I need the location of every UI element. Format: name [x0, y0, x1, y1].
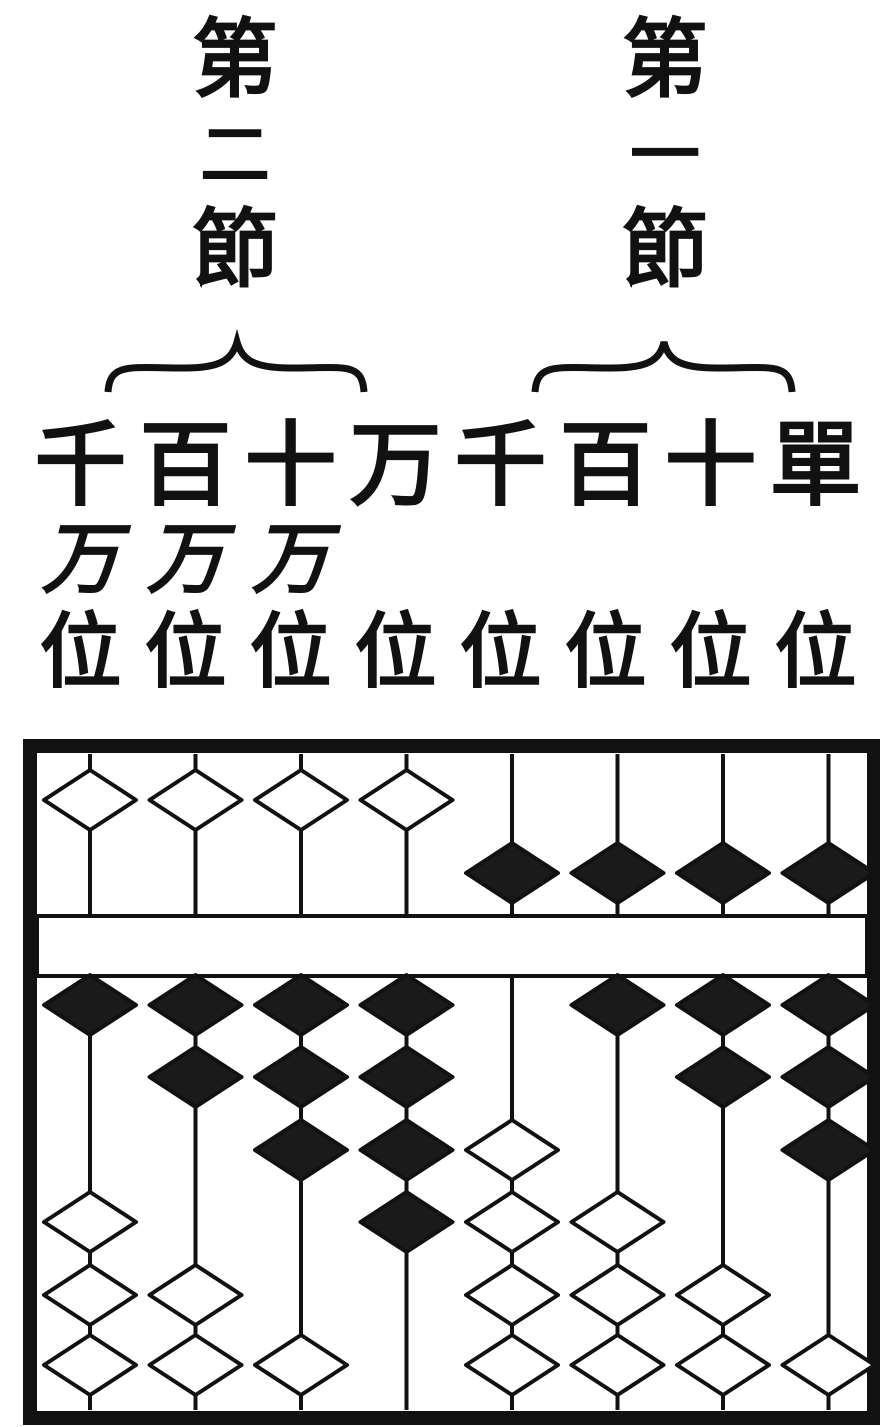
place-label-top: 百 — [559, 411, 652, 519]
abacus-lower-bead-active — [569, 973, 666, 1037]
place-label-top: 万 — [349, 411, 442, 519]
place-label-row-bottom: 位 位 位 位 位 位 位 位 — [28, 600, 868, 705]
place-label-bottom: 位 — [39, 604, 122, 700]
abacus-upper-bead-active — [780, 841, 877, 905]
abacus-lower-bead-active — [358, 1118, 455, 1182]
abacus-upper-bead-active — [569, 841, 666, 905]
abacus-lower-bead — [569, 1263, 666, 1327]
abacus-lower-bead — [253, 1333, 349, 1397]
abacus-upper-bead — [253, 768, 349, 832]
place-label-bottom: 位 — [249, 604, 332, 700]
section-2-char-3: 節 — [192, 199, 278, 300]
abacus-upper-bead — [42, 768, 138, 832]
abacus-lower-bead — [464, 1333, 560, 1397]
section-1-brace — [531, 341, 796, 393]
place-label-bottom: 位 — [669, 604, 752, 700]
abacus-lower-bead-active — [358, 1045, 455, 1109]
abacus-upper-bead-active — [675, 841, 771, 905]
abacus-lower-bead — [675, 1263, 771, 1327]
section-1-char-1: 第 — [622, 9, 708, 110]
place-label-second: 万 — [41, 514, 120, 605]
section-2-brace — [104, 328, 368, 393]
abacus-lower-bead-active — [358, 973, 455, 1037]
abacus-lower-bead — [569, 1333, 666, 1397]
place-label-top: 十 — [664, 411, 757, 519]
section-2-char-1: 第 — [192, 9, 278, 110]
abacus-lower-bead — [42, 1333, 138, 1397]
abacus-upper-bead — [147, 768, 244, 832]
abacus-lower-bead — [569, 1190, 666, 1254]
abacus-lower-bead — [147, 1263, 244, 1327]
abacus-lower-bead-active — [675, 973, 771, 1037]
abacus-lower-bead — [780, 1333, 877, 1397]
abacus-lower-bead — [42, 1263, 138, 1327]
section-1-title: 第 一 節 — [620, 10, 710, 300]
abacus-lower-bead-active — [675, 1045, 771, 1109]
abacus-lower-bead — [464, 1118, 560, 1182]
abacus-lower-bead — [42, 1190, 138, 1254]
section-2-title: 第 二 節 — [190, 10, 280, 300]
abacus-lower-bead-active — [253, 1045, 349, 1109]
place-label-bottom: 位 — [144, 604, 227, 700]
place-label-second: 万 — [251, 514, 330, 605]
abacus-lower-bead-active — [780, 1045, 877, 1109]
place-label-top: 十 — [244, 411, 337, 519]
abacus-upper-bead-active — [464, 841, 560, 905]
place-label-top: 千 — [34, 411, 127, 519]
abacus-lower-bead-active — [42, 973, 138, 1037]
abacus-lower-bead-active — [780, 1118, 877, 1182]
section-braces — [104, 328, 796, 393]
abacus-lower-bead-active — [780, 973, 877, 1037]
abacus-lower-bead — [675, 1333, 771, 1397]
abacus-lower-bead-active — [147, 1045, 244, 1109]
abacus-beam — [35, 914, 869, 978]
abacus-lower-bead-active — [253, 1118, 349, 1182]
place-label-bottom: 位 — [459, 604, 542, 700]
abacus-lower-bead-active — [147, 973, 244, 1037]
place-label-row-second: 万 万 万 — [28, 515, 868, 605]
place-label-row-top: 千 百 十 万 千 百 十 單 — [28, 410, 868, 520]
section-1-char-2: 一 — [630, 113, 700, 196]
abacus-lower-bead — [464, 1263, 560, 1327]
place-label-top: 單 — [769, 411, 862, 519]
abacus-lower-bead-active — [358, 1190, 455, 1254]
place-label-bottom: 位 — [774, 604, 857, 700]
place-label-top: 百 — [139, 411, 232, 519]
abacus-lower-bead — [464, 1190, 560, 1254]
place-label-top: 千 — [454, 411, 547, 519]
section-2-char-2: 二 — [200, 113, 270, 196]
abacus-lower-bead-active — [253, 973, 349, 1037]
place-label-bottom: 位 — [354, 604, 437, 700]
abacus-upper-bead — [358, 768, 455, 832]
place-label-bottom: 位 — [564, 604, 647, 700]
section-1-char-3: 節 — [622, 199, 708, 300]
abacus-lower-bead — [147, 1333, 244, 1397]
abacus-frame — [23, 739, 880, 1425]
place-label-second: 万 — [146, 514, 225, 605]
